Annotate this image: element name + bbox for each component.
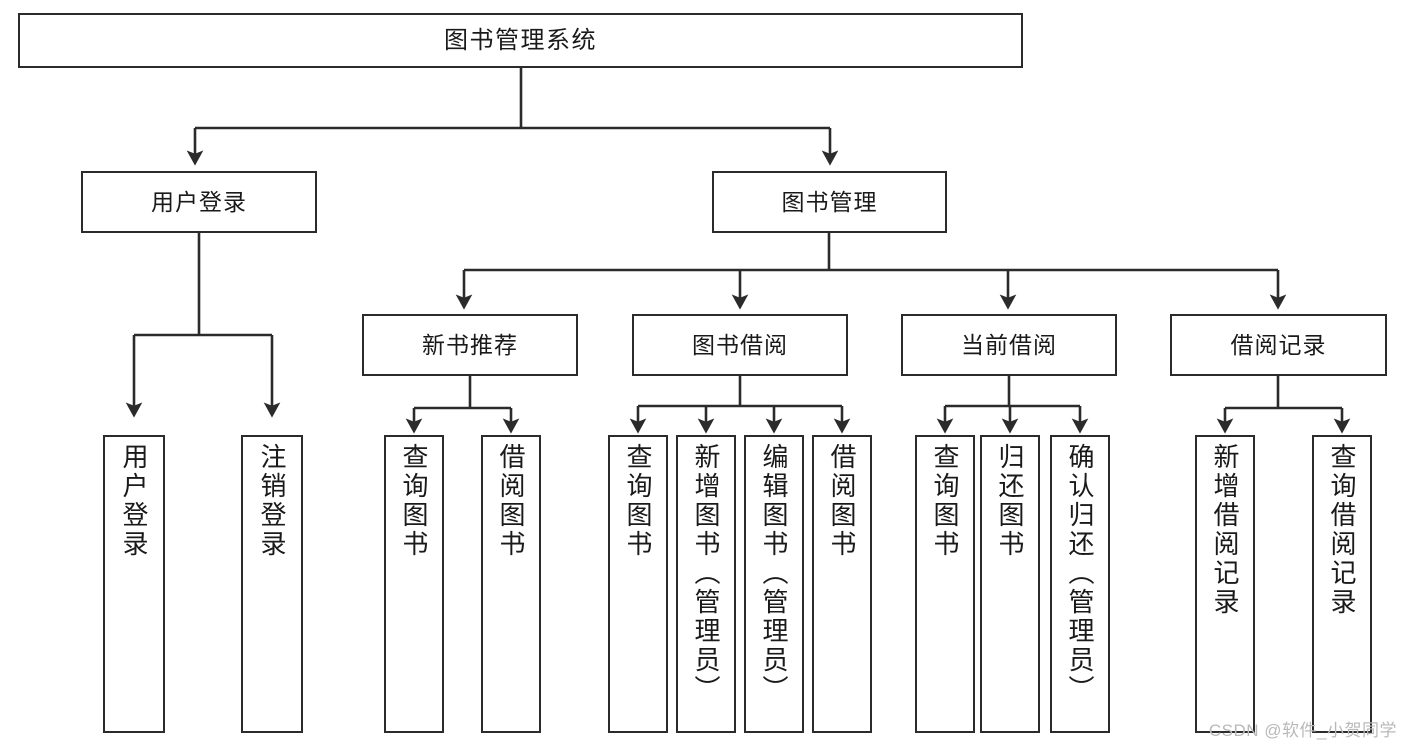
node-leaf-return-book-label: 归还图书 [995, 443, 1025, 559]
node-new-book-recommend[interactable]: 新书推荐 [362, 314, 578, 376]
node-leaf-logout-label: 注销登录 [257, 443, 287, 559]
node-leaf-borrow-book-1-label: 借阅图书 [496, 443, 526, 559]
node-leaf-query-book-1[interactable]: 查询图书 [384, 435, 444, 733]
node-borrow-record-label: 借阅记录 [1230, 331, 1327, 358]
node-root-label: 图书管理系统 [444, 26, 597, 54]
node-leaf-query-book-3-label: 查询图书 [930, 443, 960, 559]
node-new-book-recommend-label: 新书推荐 [422, 331, 518, 358]
node-book-manage[interactable]: 图书管理 [712, 171, 947, 233]
node-leaf-logout[interactable]: 注销登录 [241, 435, 303, 733]
node-leaf-query-record[interactable]: 查询借阅记录 [1312, 435, 1372, 733]
node-leaf-query-book-3[interactable]: 查询图书 [915, 435, 975, 733]
node-user-login[interactable]: 用户登录 [81, 171, 317, 233]
node-leaf-return-book[interactable]: 归还图书 [980, 435, 1040, 733]
node-book-borrow[interactable]: 图书借阅 [632, 314, 848, 376]
node-leaf-user-login[interactable]: 用户登录 [103, 435, 165, 733]
node-leaf-query-book-1-label: 查询图书 [399, 443, 429, 559]
node-borrow-record[interactable]: 借阅记录 [1170, 314, 1387, 376]
node-leaf-add-book[interactable]: 新增图书（管理员） [676, 435, 736, 733]
node-leaf-add-record[interactable]: 新增借阅记录 [1195, 435, 1255, 733]
node-leaf-add-record-label: 新增借阅记录 [1210, 443, 1240, 617]
node-root[interactable]: 图书管理系统 [18, 13, 1023, 68]
node-leaf-edit-book[interactable]: 编辑图书（管理员） [744, 435, 804, 733]
node-leaf-confirm-return[interactable]: 确认归还（管理员） [1050, 435, 1110, 733]
node-book-borrow-label: 图书借阅 [692, 331, 788, 358]
node-leaf-confirm-return-label: 确认归还（管理员） [1065, 443, 1095, 704]
node-leaf-query-book-2[interactable]: 查询图书 [608, 435, 668, 733]
node-leaf-add-book-label: 新增图书（管理员） [691, 443, 721, 704]
node-book-manage-label: 图书管理 [781, 188, 878, 215]
node-leaf-query-book-2-label: 查询图书 [623, 443, 653, 559]
node-leaf-query-record-label: 查询借阅记录 [1327, 443, 1357, 617]
node-leaf-borrow-book-2[interactable]: 借阅图书 [812, 435, 872, 733]
node-leaf-user-login-label: 用户登录 [119, 443, 149, 559]
node-current-borrow-label: 当前借阅 [961, 331, 1057, 358]
node-leaf-borrow-book-2-label: 借阅图书 [827, 443, 857, 559]
node-leaf-edit-book-label: 编辑图书（管理员） [759, 443, 789, 704]
node-user-login-label: 用户登录 [151, 188, 247, 215]
node-current-borrow[interactable]: 当前借阅 [901, 314, 1117, 376]
node-leaf-borrow-book-1[interactable]: 借阅图书 [481, 435, 541, 733]
